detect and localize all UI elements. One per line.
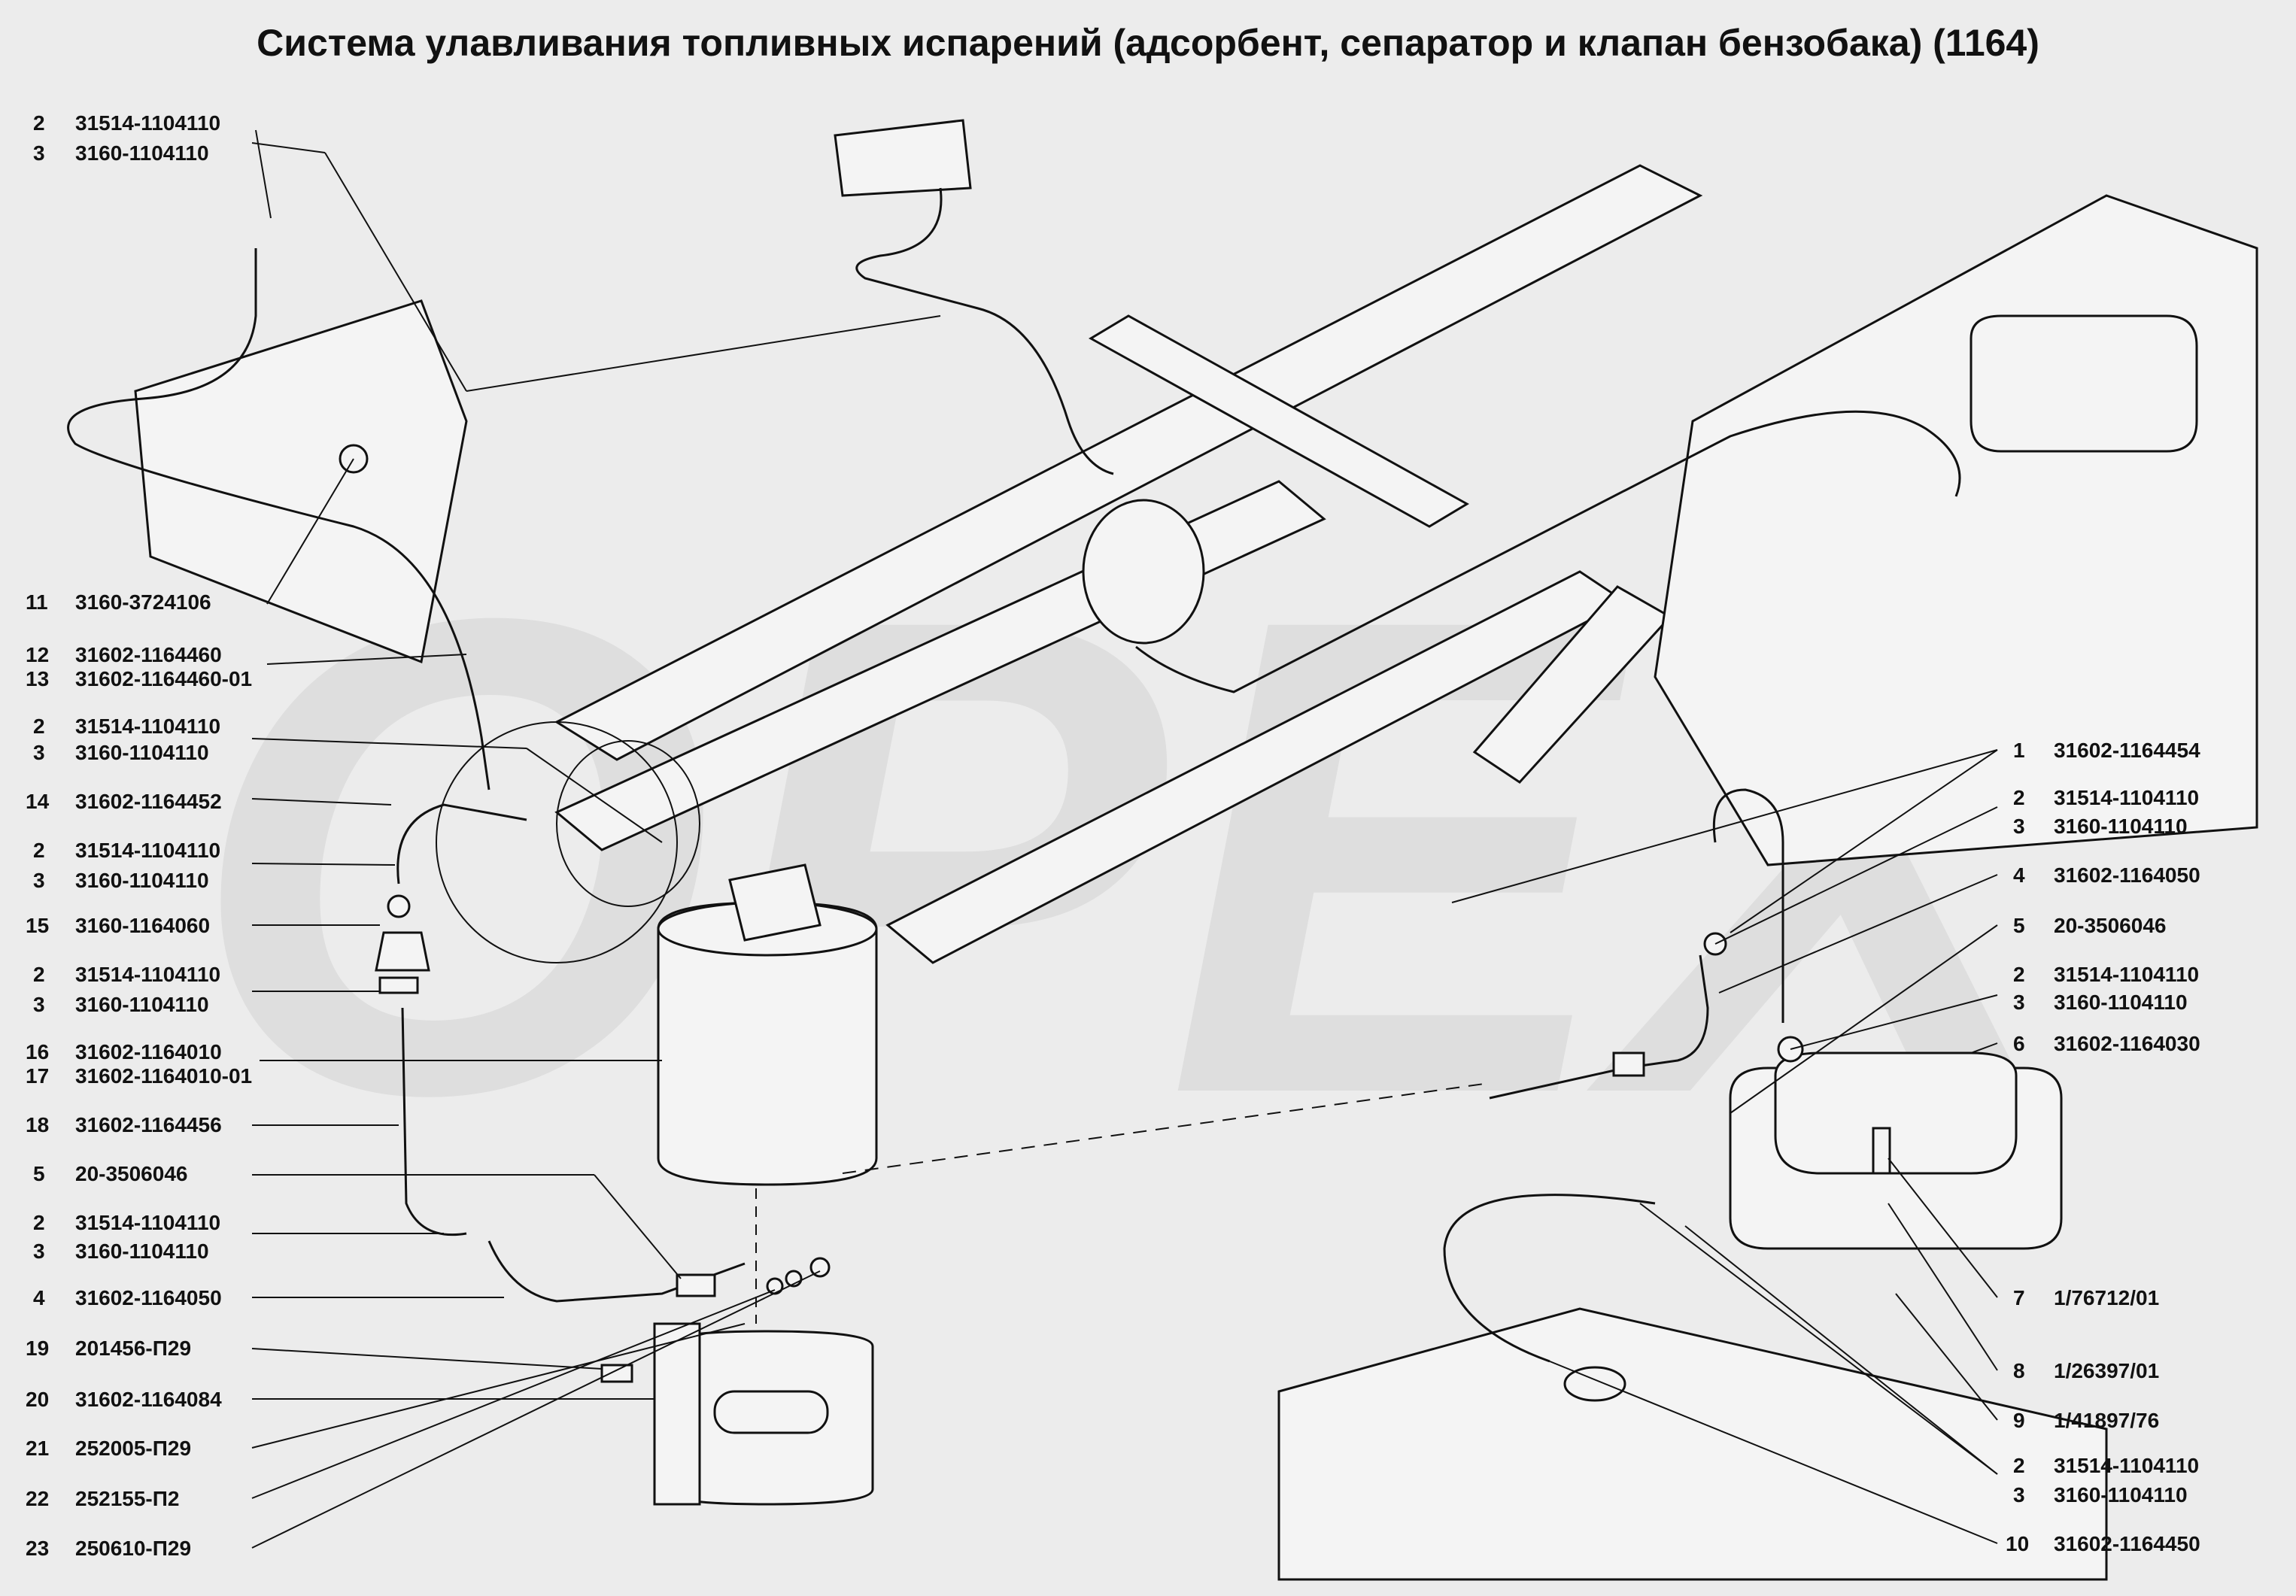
- callout-part: 3160-1104110: [2054, 991, 2188, 1014]
- callout-no: 13: [26, 667, 49, 690]
- callout-no: 17: [26, 1064, 49, 1088]
- callout-no: 3: [2013, 991, 2025, 1014]
- callouts-left: 2 31514-1104110 3 3160-1104110 11 3160-3…: [26, 111, 252, 1560]
- adsorber-canister: [657, 863, 878, 1324]
- callout-no: 2: [33, 1211, 45, 1234]
- callout-no: 2: [2013, 1454, 2025, 1477]
- callout-part: 3160-1104110: [2054, 1483, 2188, 1506]
- callout-part: 31602-1164450: [2054, 1532, 2200, 1555]
- callout-no: 9: [2013, 1409, 2025, 1432]
- callout-part: 20-3506046: [75, 1162, 187, 1185]
- callout-part: 1/26397/01: [2054, 1359, 2159, 1382]
- callout-part: 252155-П2: [75, 1487, 179, 1510]
- callout-no: 3: [33, 1239, 45, 1263]
- callout-no: 23: [26, 1537, 49, 1560]
- vehicle-frame: [134, 119, 2258, 964]
- callout-part: 1/41897/76: [2054, 1409, 2159, 1432]
- callout-part: 31602-1164460-01: [75, 667, 252, 690]
- callout-part: 3160-1104110: [75, 993, 209, 1016]
- callout-no: 2: [33, 111, 45, 135]
- tank-valve-detail: [1277, 788, 2108, 1581]
- callout-no: 14: [26, 790, 50, 813]
- callout-no: 15: [26, 914, 49, 937]
- callout-no: 10: [2006, 1532, 2029, 1555]
- callout-no: 4: [33, 1286, 45, 1309]
- callout-no: 11: [26, 590, 48, 614]
- callout-no: 4: [2013, 863, 2025, 887]
- callout-no: 20: [26, 1388, 49, 1411]
- callout-part: 3160-1164060: [75, 914, 210, 937]
- callout-part: 31602-1164456: [75, 1113, 222, 1136]
- callout-no: 8: [2013, 1359, 2025, 1382]
- leader-lines: [251, 129, 1998, 1549]
- callout-part: 3160-3724106: [75, 590, 211, 614]
- callout-part: 31602-1164010: [75, 1040, 222, 1063]
- callout-part: 3160-1104110: [75, 869, 209, 892]
- callout-part: 31514-1104110: [2054, 1454, 2199, 1477]
- callout-part: 31602-1164050: [2054, 863, 2200, 887]
- callout-no: 21: [26, 1437, 49, 1460]
- diagram-title: Система улавливания топливных испарений …: [257, 22, 2039, 64]
- callout-no: 22: [26, 1487, 49, 1510]
- callout-part: 31514-1104110: [75, 111, 220, 135]
- callout-no: 2: [2013, 963, 2025, 986]
- callout-no: 16: [26, 1040, 49, 1063]
- callout-no: 1: [2013, 739, 2025, 762]
- callout-no: 7: [2013, 1286, 2025, 1309]
- callout-no: 3: [33, 869, 45, 892]
- callout-part: 3160-1104110: [2054, 815, 2188, 838]
- callout-part: 31602-1164010-01: [75, 1064, 252, 1088]
- callout-no: 3: [33, 741, 45, 764]
- callout-no: 3: [33, 141, 45, 165]
- callout-part: 3160-1104110: [75, 741, 209, 764]
- callout-part: 3160-1104110: [75, 141, 209, 165]
- callout-part: 31514-1104110: [2054, 786, 2199, 809]
- callouts-right: 1 31602-1164454 2 31514-1104110 3 3160-1…: [2006, 739, 2200, 1555]
- callout-part: 252005-П29: [75, 1437, 191, 1460]
- callout-part: 31514-1104110: [75, 715, 220, 738]
- callout-no: 5: [2013, 914, 2025, 937]
- callout-no: 2: [33, 715, 45, 738]
- callout-part: 31514-1104110: [75, 1211, 220, 1234]
- callout-no: 12: [26, 643, 49, 666]
- callout-part: 20-3506046: [2054, 914, 2166, 937]
- callout-part: 250610-П29: [75, 1537, 191, 1560]
- callout-no: 2: [33, 963, 45, 986]
- callout-no: 6: [2013, 1032, 2025, 1055]
- callout-part: 31602-1164454: [2054, 739, 2200, 762]
- callout-part: 3160-1104110: [75, 1239, 209, 1263]
- dashed-connection: [842, 1082, 1490, 1174]
- callout-part: 1/76712/01: [2054, 1286, 2159, 1309]
- separator-left: [375, 721, 746, 1303]
- callout-part: 31602-1164050: [75, 1286, 222, 1309]
- callout-part: 31602-1164452: [75, 790, 222, 813]
- callout-part: 31602-1164030: [2054, 1032, 2200, 1055]
- callout-part: 201456-П29: [75, 1337, 191, 1360]
- callout-part: 31602-1164460: [75, 643, 222, 666]
- callout-no: 19: [26, 1337, 49, 1360]
- vehicle-hoses: [67, 187, 1961, 790]
- callout-part: 31514-1104110: [2054, 963, 2199, 986]
- callout-no: 2: [2013, 786, 2025, 809]
- callout-no: 5: [33, 1162, 45, 1185]
- callout-no: 3: [2013, 1483, 2025, 1506]
- callout-no: 3: [2013, 815, 2025, 838]
- callout-no: 18: [26, 1113, 49, 1136]
- callout-part: 31514-1104110: [75, 839, 220, 862]
- callout-no: 2: [33, 839, 45, 862]
- callout-part: 31602-1164084: [75, 1388, 222, 1411]
- canister-bracket: [600, 1257, 874, 1506]
- callout-no: 3: [33, 993, 45, 1016]
- callout-part: 31514-1104110: [75, 963, 220, 986]
